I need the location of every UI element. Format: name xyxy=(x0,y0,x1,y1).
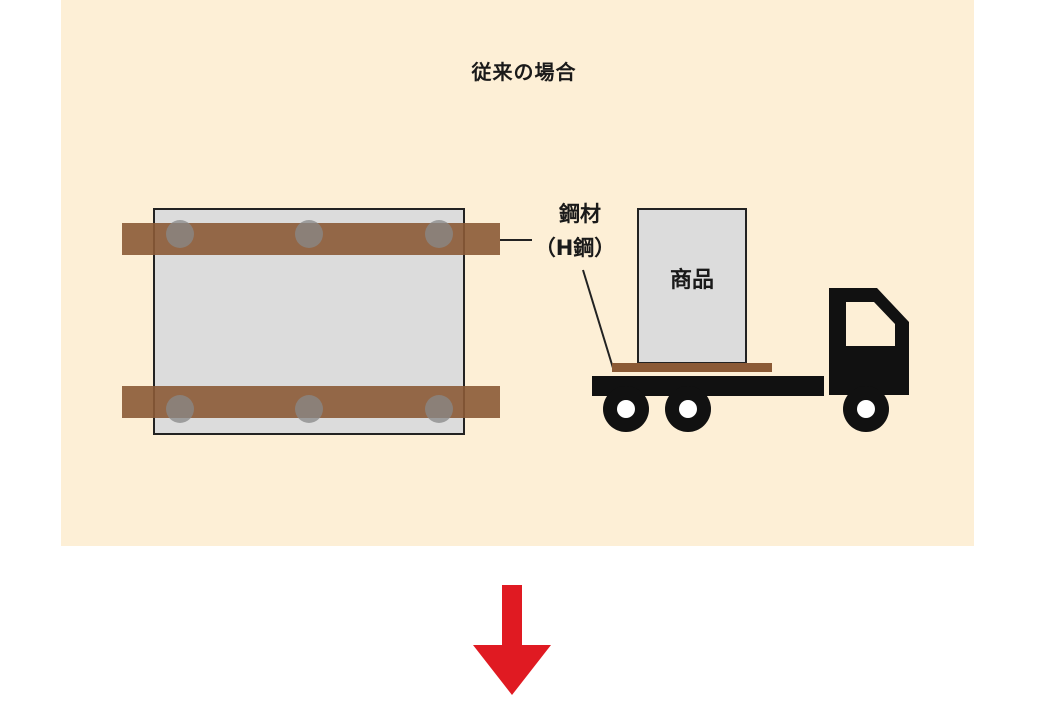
truck-bed xyxy=(592,376,824,396)
lifting-point xyxy=(295,395,323,423)
truck-window xyxy=(846,302,895,346)
goods-box xyxy=(637,208,747,364)
goods-label: 商品 xyxy=(669,268,714,293)
truck-wheels xyxy=(603,386,889,432)
steel-label-line2: （H鋼） xyxy=(534,236,616,260)
wheel-hub xyxy=(617,400,635,418)
lifting-points xyxy=(166,220,453,423)
lifting-point xyxy=(166,395,194,423)
page-title: 従来の場合 xyxy=(471,60,577,84)
down-arrow-icon xyxy=(473,585,551,695)
lifting-point xyxy=(166,220,194,248)
lifting-point xyxy=(425,220,453,248)
steel-plate-truck xyxy=(612,363,772,372)
lifting-point xyxy=(295,220,323,248)
wheel-hub xyxy=(679,400,697,418)
lifting-point xyxy=(425,395,453,423)
steel-label-line1: 鋼材 xyxy=(559,202,601,226)
wheel-hub xyxy=(857,400,875,418)
leader-line-truck xyxy=(582,269,614,369)
